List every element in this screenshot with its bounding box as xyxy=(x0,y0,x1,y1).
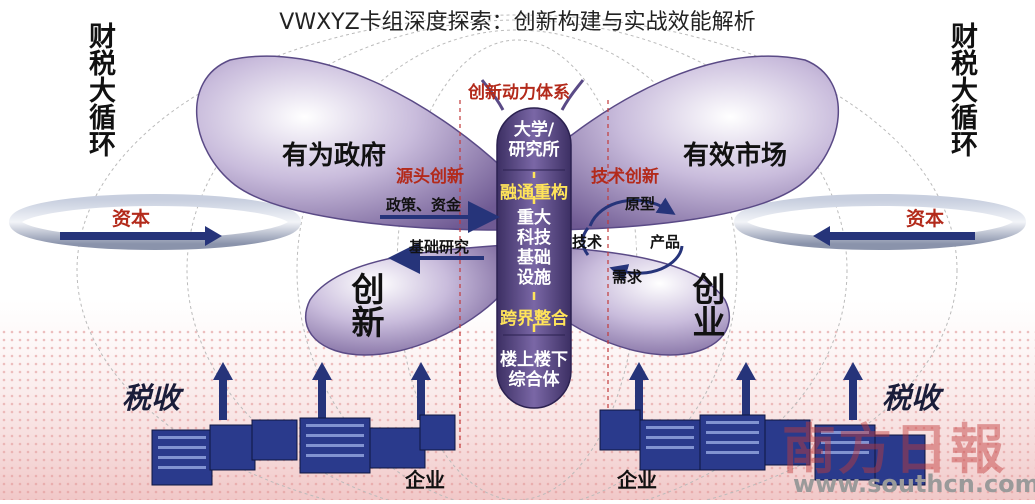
tech-innovation-label: 技术创新 xyxy=(591,167,659,187)
tax-arrows xyxy=(213,362,863,420)
innovation-system-title: 创新动力体系 xyxy=(468,83,570,103)
entrepreneurship-label: 创业 xyxy=(687,272,726,338)
tax-label-left: 税收 xyxy=(122,381,181,415)
upper-right-wing xyxy=(529,55,839,231)
capital-label-left: 资本 xyxy=(112,208,151,230)
capital-ring-left xyxy=(9,194,301,250)
buildings-left xyxy=(151,414,456,486)
market-label: 有效市场 xyxy=(683,141,788,171)
complex-label: 楼上楼下 综合体 xyxy=(500,350,568,390)
fiscal-cycle-left: 财税大循环 xyxy=(84,22,115,157)
butterfly-body xyxy=(496,107,572,409)
university-institute-label: 大学/ 研究所 xyxy=(508,120,560,160)
product-label: 产品 xyxy=(650,233,681,251)
newspaper-url: www.southcn.com xyxy=(793,470,1035,498)
technology-label: 技术 xyxy=(572,233,603,251)
capital-label-right: 资本 xyxy=(906,208,945,230)
enterprise-label-right: 企业 xyxy=(617,468,657,492)
policy-funding-label: 政策、资金 xyxy=(386,196,462,214)
integration-label: 融通重构 xyxy=(500,183,568,203)
source-innovation-label: 源头创新 xyxy=(396,167,464,187)
prototype-label: 原型 xyxy=(625,195,656,213)
innovation-label: 创新 xyxy=(346,272,385,338)
demand-label: 需求 xyxy=(612,268,643,286)
fiscal-cycle-right: 财税大循环 xyxy=(946,22,977,157)
major-infrastructure-label: 重大 科技 基础 设施 xyxy=(517,208,551,288)
newspaper-watermark: 南方日報 xyxy=(782,417,1006,481)
crossover-label: 跨界整合 xyxy=(500,309,568,329)
lower-right-wing xyxy=(529,244,731,356)
upper-left-wing xyxy=(196,55,506,231)
enterprise-label-left: 企业 xyxy=(405,468,445,492)
tax-label-right: 税收 xyxy=(882,381,941,415)
government-label: 有为政府 xyxy=(282,141,387,171)
basic-research-label: 基础研究 xyxy=(409,238,470,256)
figure-caption: VWXYZ卡组深度探索：创新构建与实战效能解析 xyxy=(279,10,756,35)
capital-ring-right xyxy=(734,194,1026,250)
tech-cycle xyxy=(581,197,684,282)
